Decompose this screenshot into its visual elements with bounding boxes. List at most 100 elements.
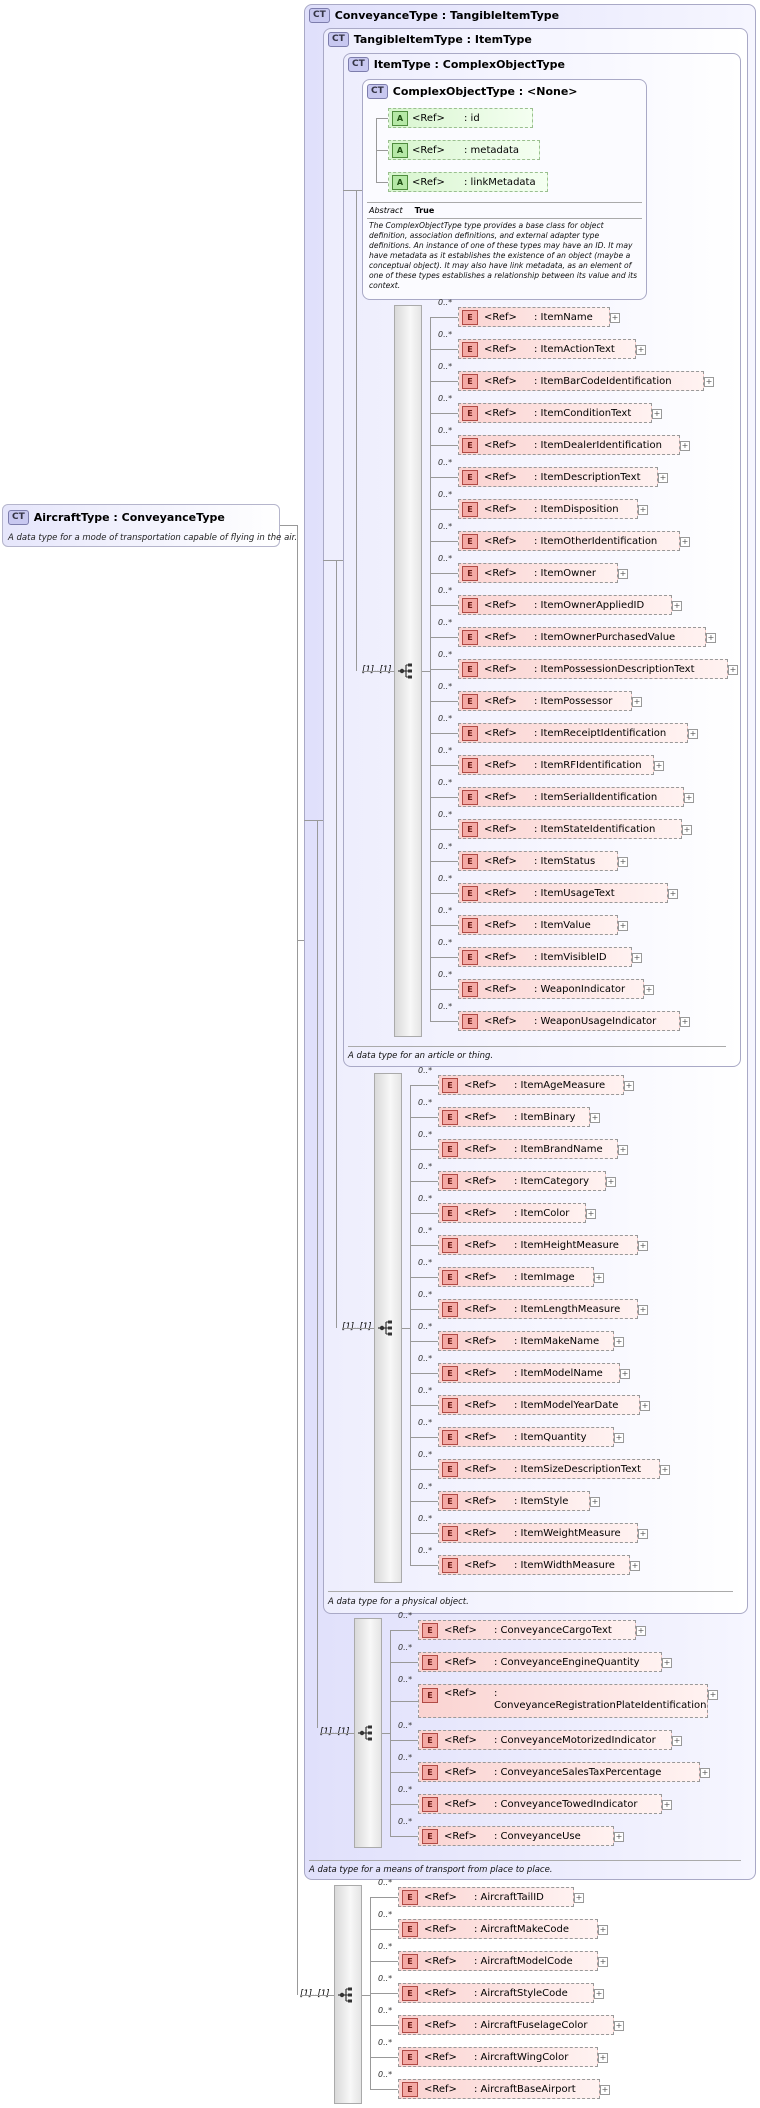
element-node[interactable]: E<Ref>: ItemMakeName+ bbox=[438, 1331, 624, 1351]
expand-icon[interactable]: + bbox=[662, 1658, 672, 1668]
expand-icon[interactable]: + bbox=[680, 441, 690, 451]
element-node[interactable]: E<Ref>: ItemLengthMeasure+ bbox=[438, 1299, 648, 1319]
element-node[interactable]: E<Ref>: ItemDisposition+ bbox=[458, 499, 648, 519]
element-node[interactable]: E<Ref>: ConveyanceMotorizedIndicator+ bbox=[418, 1730, 682, 1750]
expand-icon[interactable]: + bbox=[598, 2053, 608, 2063]
element-node[interactable]: E<Ref>: ItemReceiptIdentification+ bbox=[458, 723, 698, 743]
expand-icon[interactable]: + bbox=[614, 1832, 624, 1842]
expand-icon[interactable]: + bbox=[586, 1209, 596, 1219]
element-node[interactable]: E<Ref>: ItemImage+ bbox=[438, 1267, 604, 1287]
element-node[interactable]: E<Ref>: ConveyanceTowedIndicator+ bbox=[418, 1794, 672, 1814]
expand-icon[interactable]: + bbox=[640, 1401, 650, 1411]
expand-icon[interactable]: + bbox=[638, 1241, 648, 1251]
element-node[interactable]: E<Ref>: WeaponIndicator+ bbox=[458, 979, 654, 999]
expand-icon[interactable]: + bbox=[632, 953, 642, 963]
expand-icon[interactable]: + bbox=[610, 313, 620, 323]
expand-icon[interactable]: + bbox=[594, 1273, 604, 1283]
attribute-node[interactable]: A<Ref>: id bbox=[388, 108, 533, 128]
expand-icon[interactable]: + bbox=[672, 1736, 682, 1746]
aircraft-type-node[interactable]: CT AircraftType : ConveyanceType A data … bbox=[2, 504, 297, 547]
element-node[interactable]: E<Ref>: ItemBrandName+ bbox=[438, 1139, 628, 1159]
element-node[interactable]: E<Ref>: ItemWeightMeasure+ bbox=[438, 1523, 648, 1543]
expand-icon[interactable]: + bbox=[728, 665, 738, 675]
element-node[interactable]: E<Ref>: ItemColor+ bbox=[438, 1203, 596, 1223]
expand-icon[interactable]: + bbox=[594, 1989, 604, 1999]
expand-icon[interactable]: + bbox=[638, 505, 648, 515]
expand-icon[interactable]: + bbox=[606, 1177, 616, 1187]
element-node[interactable]: E<Ref>: ConveyanceEngineQuantity+ bbox=[418, 1652, 672, 1672]
element-node[interactable]: E<Ref>: ItemModelName+ bbox=[438, 1363, 630, 1383]
expand-icon[interactable]: + bbox=[636, 345, 646, 355]
expand-icon[interactable]: + bbox=[614, 1337, 624, 1347]
element-node[interactable]: E<Ref>: ItemAgeMeasure+ bbox=[438, 1075, 634, 1095]
expand-icon[interactable]: + bbox=[708, 1690, 718, 1700]
element-node[interactable]: E<Ref>: AircraftBaseAirport+ bbox=[398, 2079, 610, 2099]
expand-icon[interactable]: + bbox=[618, 921, 628, 931]
element-node[interactable]: E<Ref>: ItemQuantity+ bbox=[438, 1427, 624, 1447]
expand-icon[interactable]: + bbox=[680, 1017, 690, 1027]
element-node[interactable]: E<Ref>: AircraftModelCode+ bbox=[398, 1951, 608, 1971]
expand-icon[interactable]: + bbox=[638, 1305, 648, 1315]
element-node[interactable]: E<Ref>: ItemActionText+ bbox=[458, 339, 646, 359]
expand-icon[interactable]: + bbox=[706, 633, 716, 643]
attribute-node[interactable]: A<Ref>: linkMetadata bbox=[388, 172, 548, 192]
element-node[interactable]: E<Ref>: ConveyanceUse+ bbox=[418, 1826, 624, 1846]
element-node[interactable]: E<Ref>: AircraftStyleCode+ bbox=[398, 1983, 604, 2003]
expand-icon[interactable]: + bbox=[638, 1529, 648, 1539]
expand-icon[interactable]: + bbox=[684, 793, 694, 803]
element-node[interactable]: E<Ref>: ItemModelYearDate+ bbox=[438, 1395, 650, 1415]
element-node[interactable]: E<Ref>: ItemStateIdentification+ bbox=[458, 819, 692, 839]
element-node[interactable]: E<Ref>: ItemStatus+ bbox=[458, 851, 628, 871]
element-node[interactable]: E<Ref>: WeaponUsageIndicator+ bbox=[458, 1011, 690, 1031]
expand-icon[interactable]: + bbox=[618, 1145, 628, 1155]
expand-icon[interactable]: + bbox=[688, 729, 698, 739]
element-node[interactable]: E<Ref>: AircraftFuselageColor+ bbox=[398, 2015, 624, 2035]
expand-icon[interactable]: + bbox=[574, 1893, 584, 1903]
element-node[interactable]: E<Ref>: AircraftMakeCode+ bbox=[398, 1919, 608, 1939]
element-node[interactable]: E<Ref>: ItemConditionText+ bbox=[458, 403, 662, 423]
element-node[interactable]: E<Ref>: ItemPossessor+ bbox=[458, 691, 642, 711]
element-node[interactable]: E<Ref>: ItemSerialIdentification+ bbox=[458, 787, 694, 807]
expand-icon[interactable]: + bbox=[654, 761, 664, 771]
element-node[interactable]: E<Ref>: ItemName+ bbox=[458, 307, 620, 327]
element-node[interactable]: E<Ref>: ItemDealerIdentification+ bbox=[458, 435, 690, 455]
element-node[interactable]: E<Ref>: ItemVisibleID+ bbox=[458, 947, 642, 967]
element-node[interactable]: E<Ref>: ConveyanceSalesTaxPercentage+ bbox=[418, 1762, 710, 1782]
element-node[interactable]: E<Ref>: ConveyanceCargoText+ bbox=[418, 1620, 646, 1640]
element-node[interactable]: E<Ref>: ItemOwner+ bbox=[458, 563, 628, 583]
element-node[interactable]: E<Ref>: ItemOwnerAppliedID+ bbox=[458, 595, 682, 615]
expand-icon[interactable]: + bbox=[660, 1465, 670, 1475]
expand-icon[interactable]: + bbox=[598, 1925, 608, 1935]
expand-icon[interactable]: + bbox=[632, 697, 642, 707]
element-node[interactable]: E<Ref>: ItemPossessionDescriptionText+ bbox=[458, 659, 738, 679]
expand-icon[interactable]: + bbox=[668, 889, 678, 899]
element-node[interactable]: E<Ref>: ItemValue+ bbox=[458, 915, 628, 935]
expand-icon[interactable]: + bbox=[590, 1497, 600, 1507]
element-node[interactable]: E<Ref>: ItemHeightMeasure+ bbox=[438, 1235, 648, 1255]
element-node[interactable]: E<Ref>: AircraftTailID+ bbox=[398, 1887, 584, 1907]
element-node[interactable]: E<Ref>: ItemOwnerPurchasedValue+ bbox=[458, 627, 716, 647]
expand-icon[interactable]: + bbox=[614, 1433, 624, 1443]
expand-icon[interactable]: + bbox=[658, 473, 668, 483]
expand-icon[interactable]: + bbox=[652, 409, 662, 419]
expand-icon[interactable]: + bbox=[590, 1113, 600, 1123]
expand-icon[interactable]: + bbox=[600, 2085, 610, 2095]
expand-icon[interactable]: + bbox=[700, 1768, 710, 1778]
element-node[interactable]: E<Ref>: ItemCategory+ bbox=[438, 1171, 616, 1191]
expand-icon[interactable]: + bbox=[630, 1561, 640, 1571]
expand-icon[interactable]: + bbox=[618, 569, 628, 579]
expand-icon[interactable]: + bbox=[644, 985, 654, 995]
expand-icon[interactable]: + bbox=[704, 377, 714, 387]
expand-icon[interactable]: + bbox=[620, 1369, 630, 1379]
expand-icon[interactable]: + bbox=[624, 1081, 634, 1091]
expand-icon[interactable]: + bbox=[682, 825, 692, 835]
expand-icon[interactable]: + bbox=[672, 601, 682, 611]
element-node[interactable]: E<Ref>: ItemDescriptionText+ bbox=[458, 467, 668, 487]
expand-icon[interactable]: + bbox=[614, 2021, 624, 2031]
element-node[interactable]: E<Ref>: ItemUsageText+ bbox=[458, 883, 678, 903]
expand-icon[interactable]: + bbox=[598, 1957, 608, 1967]
element-node[interactable]: E<Ref>: ItemStyle+ bbox=[438, 1491, 600, 1511]
expand-icon[interactable]: + bbox=[618, 857, 628, 867]
element-node[interactable]: E<Ref>: ItemSizeDescriptionText+ bbox=[438, 1459, 670, 1479]
attribute-node[interactable]: A<Ref>: metadata bbox=[388, 140, 540, 160]
